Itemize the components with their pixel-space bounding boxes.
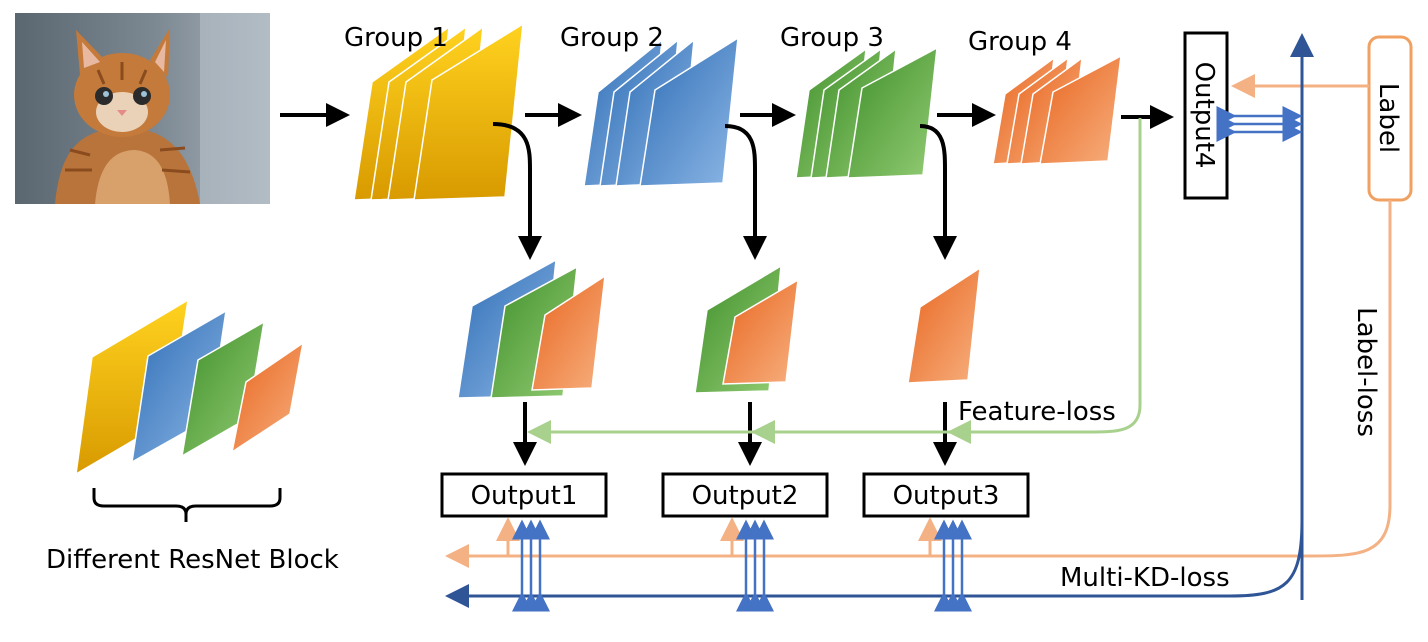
output3-box: Output3 xyxy=(862,472,1030,518)
label-loss-line xyxy=(445,200,1392,568)
group4-stack xyxy=(992,54,1122,165)
output4-box: Output4 xyxy=(1183,31,1229,200)
branch3-blocks xyxy=(907,266,981,384)
output1-kd-arrows xyxy=(512,519,550,612)
output1-label: Output1 xyxy=(471,481,578,511)
branch-arrow-3 xyxy=(919,124,957,260)
output2-kd-arrows xyxy=(736,519,774,612)
group3-stack xyxy=(795,46,938,179)
legend-blocks xyxy=(75,298,305,476)
output2-box: Output2 xyxy=(661,472,829,518)
branch2-blocks xyxy=(694,264,799,394)
branch-arrow-1 xyxy=(492,122,542,260)
output4-kd-arrows xyxy=(1216,106,1303,142)
label-box-text: Label xyxy=(1373,83,1403,153)
legend-brace xyxy=(92,488,282,522)
output1-box: Output1 xyxy=(440,472,608,518)
group2-stack xyxy=(583,36,739,187)
cat-image xyxy=(15,13,270,204)
group2-label: Group 2 xyxy=(560,23,664,53)
feature-loss-label: Feature-loss xyxy=(958,397,1116,427)
group4-label: Group 4 xyxy=(968,27,1072,57)
group3-label: Group 3 xyxy=(780,23,884,53)
output2-label: Output2 xyxy=(692,481,799,511)
output3-kd-arrows xyxy=(934,519,972,612)
branch1-blocks xyxy=(457,258,606,399)
group1-stack xyxy=(353,22,524,201)
multi-kd-loss-line xyxy=(445,519,1304,608)
output4-label: Output4 xyxy=(1189,62,1219,169)
label-box: Label xyxy=(1367,35,1413,202)
multi-kd-loss-label: Multi-KD-loss xyxy=(1060,563,1230,593)
feature-loss-line xyxy=(527,118,1142,444)
group1-label: Group 1 xyxy=(344,23,448,53)
output3-label: Output3 xyxy=(893,481,1000,511)
legend-label: Different ResNet Block xyxy=(46,545,339,575)
branch-arrow-2 xyxy=(724,124,767,260)
label-loss-label: Label-loss xyxy=(1351,307,1381,437)
